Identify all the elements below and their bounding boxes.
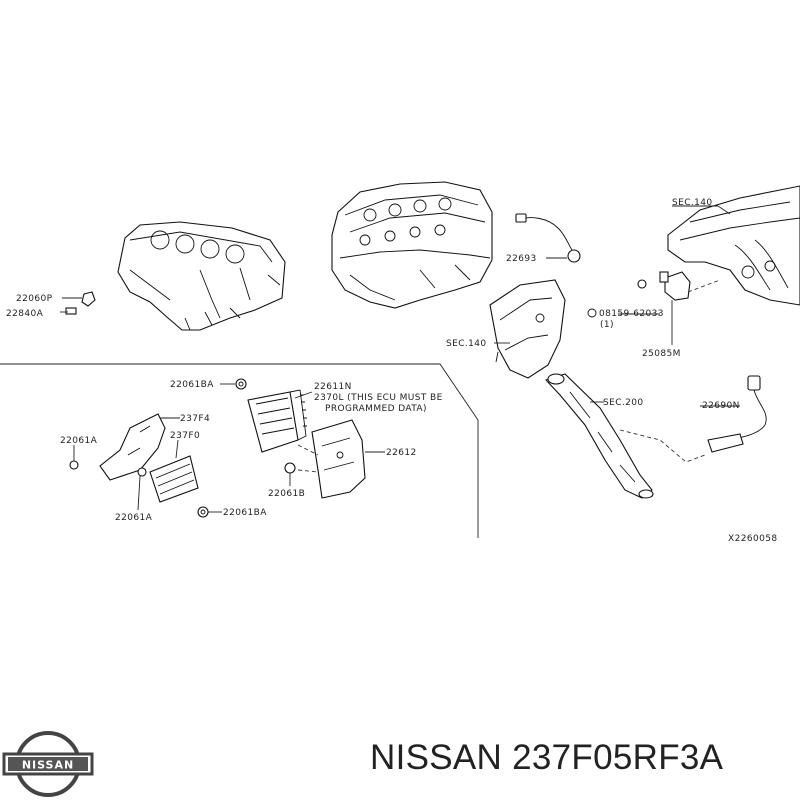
bolt-08159-icon xyxy=(587,308,597,318)
label-2370L-line2: PROGRAMMED DATA) xyxy=(325,404,427,414)
label-22611N: 22611N xyxy=(314,382,352,392)
label-sec140-mid: SEC.140 xyxy=(446,339,487,349)
cylinder-head xyxy=(331,181,493,309)
ecu-unit-2370L xyxy=(247,389,313,453)
part-title: NISSAN 237F05RF3A xyxy=(370,738,724,777)
catalytic-converter xyxy=(545,373,706,499)
label-sec200: SEC.200 xyxy=(603,398,644,408)
bolt-22060P xyxy=(62,291,96,307)
engine-block xyxy=(117,221,286,331)
label-2370L-line1: 2370L (THIS ECU MUST BE xyxy=(314,393,443,403)
label-22060P: 22060P xyxy=(16,294,53,304)
nut-22061BA-top xyxy=(220,378,247,390)
label-22693: 22693 xyxy=(506,254,537,264)
bolt-22840A xyxy=(60,307,77,315)
module-237F0 xyxy=(149,439,199,503)
sensor-22693 xyxy=(515,213,581,263)
ecu-group-boundary xyxy=(0,363,479,538)
sensor-25085M xyxy=(618,271,721,345)
intake-manifold xyxy=(667,185,800,306)
nissan-logo-text: NISSAN xyxy=(22,759,74,772)
label-22061A-top: 22061A xyxy=(60,436,98,446)
label-237F4: 237F4 xyxy=(180,414,210,424)
label-sec140-top: SEC.140 xyxy=(672,198,713,208)
sensor-22690N xyxy=(700,375,767,453)
label-08159: 08159-62033 xyxy=(599,309,664,319)
label-22690N: 22690N xyxy=(702,401,740,411)
label-25085M: 25085M xyxy=(642,349,681,359)
bolt-22061A-top xyxy=(69,445,79,470)
bracket-22612 xyxy=(311,419,385,499)
label-22061BA-bottom: 22061BA xyxy=(223,508,267,518)
label-22061BA-top: 22061BA xyxy=(170,380,214,390)
label-22612: 22612 xyxy=(386,448,417,458)
bolt-22061B xyxy=(284,462,296,486)
exhaust-manifold xyxy=(489,279,566,379)
label-22061A-bottom: 22061A xyxy=(115,513,153,523)
label-237F0: 237F0 xyxy=(170,431,200,441)
nut-22061BA-bottom xyxy=(197,506,222,518)
ecu-connector-lines xyxy=(297,444,319,473)
diagram-code: X2260058 xyxy=(728,534,777,544)
nissan-logo: NISSAN xyxy=(2,731,94,797)
bolt-22061A-bottom xyxy=(137,467,147,511)
label-22840A: 22840A xyxy=(6,309,44,319)
label-08159-qty: (1) xyxy=(600,320,614,330)
label-22061B: 22061B xyxy=(268,489,305,499)
